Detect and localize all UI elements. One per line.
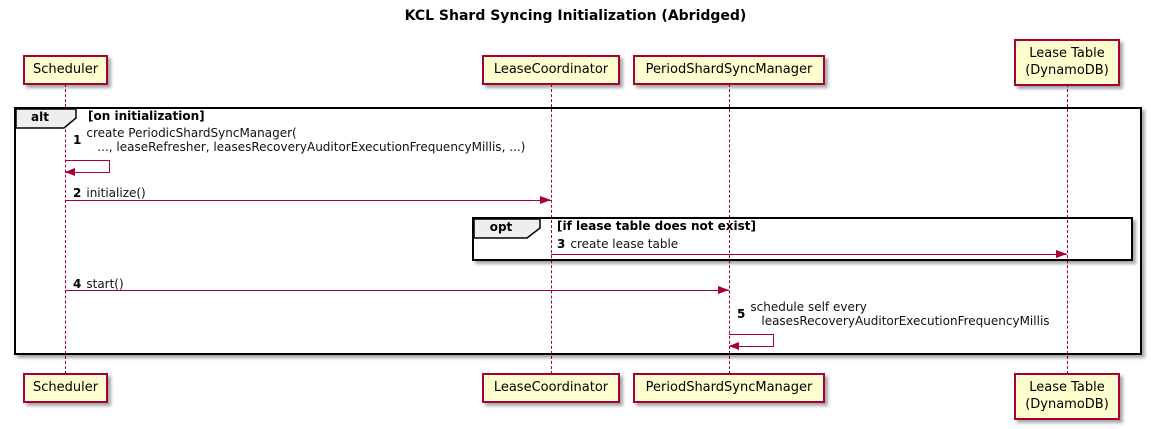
message-1-arrowhead-icon [65,168,75,176]
lifeline-periodshardsyncmanager [729,84,730,374]
message-3-text: create lease table [570,237,679,251]
message-2-arrowhead-icon [540,196,551,204]
opt-frame-condition: [if lease table does not exist] [557,219,757,233]
message-5-line2: leasesRecoveryAuditorExecutionFrequencyM… [761,314,1050,328]
message-1-line2: ..., leaseRefresher, leasesRecoveryAudit… [97,140,526,154]
message-1-text: create PeriodicShardSyncManager( ..., le… [86,126,525,154]
participant-scheduler-bottom: Scheduler [23,373,108,403]
message-1-line1: create PeriodicShardSyncManager( [86,126,297,140]
message-1-self-arrow [65,160,110,173]
alt-frame-condition: [on initialization] [88,109,205,123]
opt-frame-pentagon [473,218,541,239]
diagram-title: KCL Shard Syncing Initialization (Abridg… [404,8,747,24]
participant-label: PeriodShardSyncManager [645,379,813,395]
message-5-line1: schedule self every [750,300,867,314]
alt-frame-label: alt [31,110,49,124]
participant-periodshardsyncmanager-top: PeriodShardSyncManager [633,55,825,85]
alt-frame-pentagon [15,108,77,129]
message-2-number: 2 [73,186,82,200]
message-4: 4 start() [73,277,124,291]
participant-leasetable-top: Lease Table (DynamoDB) [1014,39,1120,86]
message-4-number: 4 [73,277,82,291]
participant-label: Scheduler [32,61,99,77]
participant-label: Scheduler [32,379,99,395]
message-5-text: schedule self every leasesRecoveryAudito… [750,300,1049,328]
alt-frame: alt [14,107,1142,355]
message-3-number: 3 [557,237,566,251]
participant-leasetable-bottom: Lease Table (DynamoDB) [1014,373,1120,420]
message-5-arrowhead-icon [729,342,739,350]
message-1: 1 create PeriodicShardSyncManager( ..., … [73,126,525,154]
message-5-number: 5 [737,307,746,321]
message-2-text: initialize() [86,186,146,200]
lifeline-leasecoordinator [551,84,552,374]
message-1-number: 1 [73,133,82,147]
lifeline-leasetable [1067,84,1068,374]
participant-label: Lease Table [1029,45,1105,61]
participant-label: LeaseCoordinator [493,379,609,395]
participant-label: PeriodShardSyncManager [645,61,813,77]
message-4-arrowhead-icon [718,286,729,294]
message-2-arrow [65,200,551,201]
message-3-arrowhead-icon [1056,250,1067,258]
message-5: 5 schedule self every leasesRecoveryAudi… [737,300,1050,328]
participant-label: (DynamoDB) [1025,62,1109,78]
message-3: 3 create lease table [557,237,678,251]
participant-scheduler-top: Scheduler [23,55,108,85]
opt-frame: opt [472,217,1133,261]
message-2: 2 initialize() [73,186,146,200]
opt-frame-label: opt [489,220,513,234]
message-4-arrow [65,290,729,291]
participant-label: LeaseCoordinator [493,61,609,77]
participant-label: Lease Table [1029,379,1105,395]
lifeline-scheduler [65,84,66,374]
participant-label: (DynamoDB) [1025,396,1109,412]
message-5-self-arrow [729,334,774,347]
message-3-arrow [551,254,1067,255]
participant-periodshardsyncmanager-bottom: PeriodShardSyncManager [633,373,825,403]
message-4-text: start() [86,277,124,291]
participant-leasecoordinator-bottom: LeaseCoordinator [482,373,620,403]
participant-leasecoordinator-top: LeaseCoordinator [482,55,620,85]
